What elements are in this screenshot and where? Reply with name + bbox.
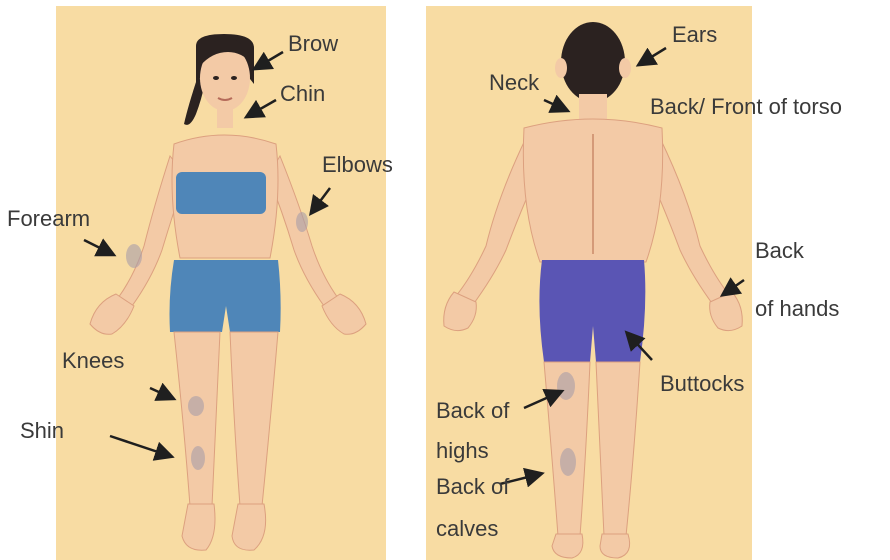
back-right-ear [555, 58, 567, 78]
label-torso: Back/ Front of torso [650, 96, 842, 118]
back-left-ear [619, 58, 631, 78]
label-ears: Ears [672, 24, 717, 46]
front-right-foot [182, 504, 215, 550]
label-shin: Shin [20, 420, 64, 442]
forearm-bruise [126, 244, 142, 268]
label-neck: Neck [489, 72, 539, 94]
front-view-panel [56, 6, 386, 560]
front-top [176, 172, 266, 214]
front-body-figure [56, 6, 386, 560]
elbow-bruise [296, 212, 308, 232]
label-back-thighs-line1: Back of [436, 400, 509, 422]
label-back-thighs-line2: highs [436, 440, 489, 462]
label-back-hands-line1: Back [755, 240, 804, 262]
label-brow: Brow [288, 33, 338, 55]
label-forearm: Forearm [7, 208, 90, 230]
back-right-foot [552, 534, 583, 558]
label-elbows: Elbows [322, 154, 393, 176]
knee-bruise [188, 396, 204, 416]
label-back-calves-line1: Back of [436, 476, 509, 498]
back-head [561, 22, 625, 102]
shin-bruise [191, 446, 205, 470]
back-left-foot [600, 534, 630, 558]
label-back-calves-line2: calves [436, 518, 498, 540]
thigh-bruise [557, 372, 575, 400]
label-knees: Knees [62, 350, 124, 372]
calf-bruise [560, 448, 576, 476]
label-chin: Chin [280, 83, 325, 105]
label-back-hands-line2: of hands [755, 298, 839, 320]
label-buttocks: Buttocks [660, 373, 744, 395]
